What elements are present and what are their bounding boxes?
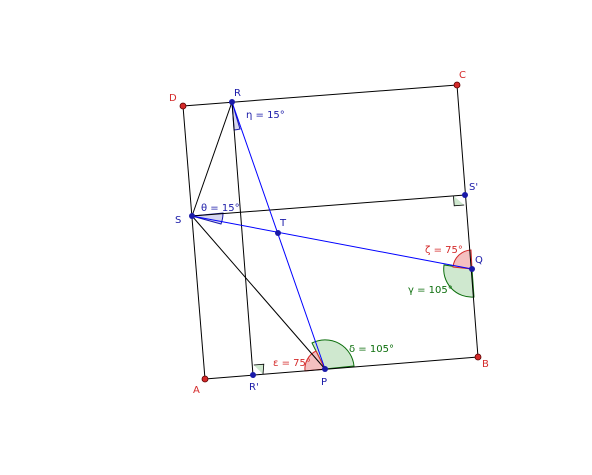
- point-D: [179, 102, 187, 110]
- segment-R-S: [191, 101, 233, 217]
- label-T: T: [279, 218, 287, 229]
- segment-S-Q: [191, 215, 473, 270]
- point-S: [189, 213, 195, 219]
- label-Sprime: S': [469, 182, 478, 193]
- label-S: S: [175, 215, 181, 226]
- point-T: [275, 230, 281, 236]
- label-angle-eta: η = 15°: [246, 110, 285, 121]
- side-DA: [182, 105, 206, 380]
- label-angle-theta: θ = 15°: [201, 203, 240, 214]
- point-A: [201, 375, 209, 383]
- segment-S-Sprime: [191, 194, 466, 217]
- label-Rprime: R': [249, 382, 259, 393]
- right-angle-marker-Sprime: [453, 195, 465, 207]
- side-BC: [456, 84, 479, 358]
- point-Q: [469, 266, 475, 272]
- segment-S-P: [191, 215, 326, 370]
- point-Sprime: [462, 192, 468, 198]
- angle-gamma-sector: [443, 264, 475, 298]
- point-Rprime: [250, 372, 256, 378]
- label-angle-delta: δ = 105°: [349, 344, 394, 355]
- label-angle-gamma: γ = 105°: [408, 285, 453, 296]
- label-angle-epsilon: ε = 75°: [273, 358, 311, 369]
- angle-zeta-sector: [452, 249, 473, 270]
- label-angle-zeta: ζ = 75°: [425, 245, 463, 256]
- label-B: B: [482, 359, 489, 370]
- label-R: R: [234, 88, 241, 99]
- point-R: [229, 99, 235, 105]
- label-D: D: [169, 93, 177, 104]
- point-B: [474, 353, 482, 361]
- side-CD: [182, 84, 458, 107]
- point-C: [453, 81, 461, 89]
- segment-R-Rprime: [231, 101, 254, 376]
- label-C: C: [459, 70, 466, 81]
- point-P: [322, 366, 328, 372]
- label-P: P: [321, 377, 327, 388]
- label-Q: Q: [475, 255, 483, 266]
- label-A: A: [193, 385, 200, 396]
- right-angle-marker-Rprime: [253, 363, 265, 375]
